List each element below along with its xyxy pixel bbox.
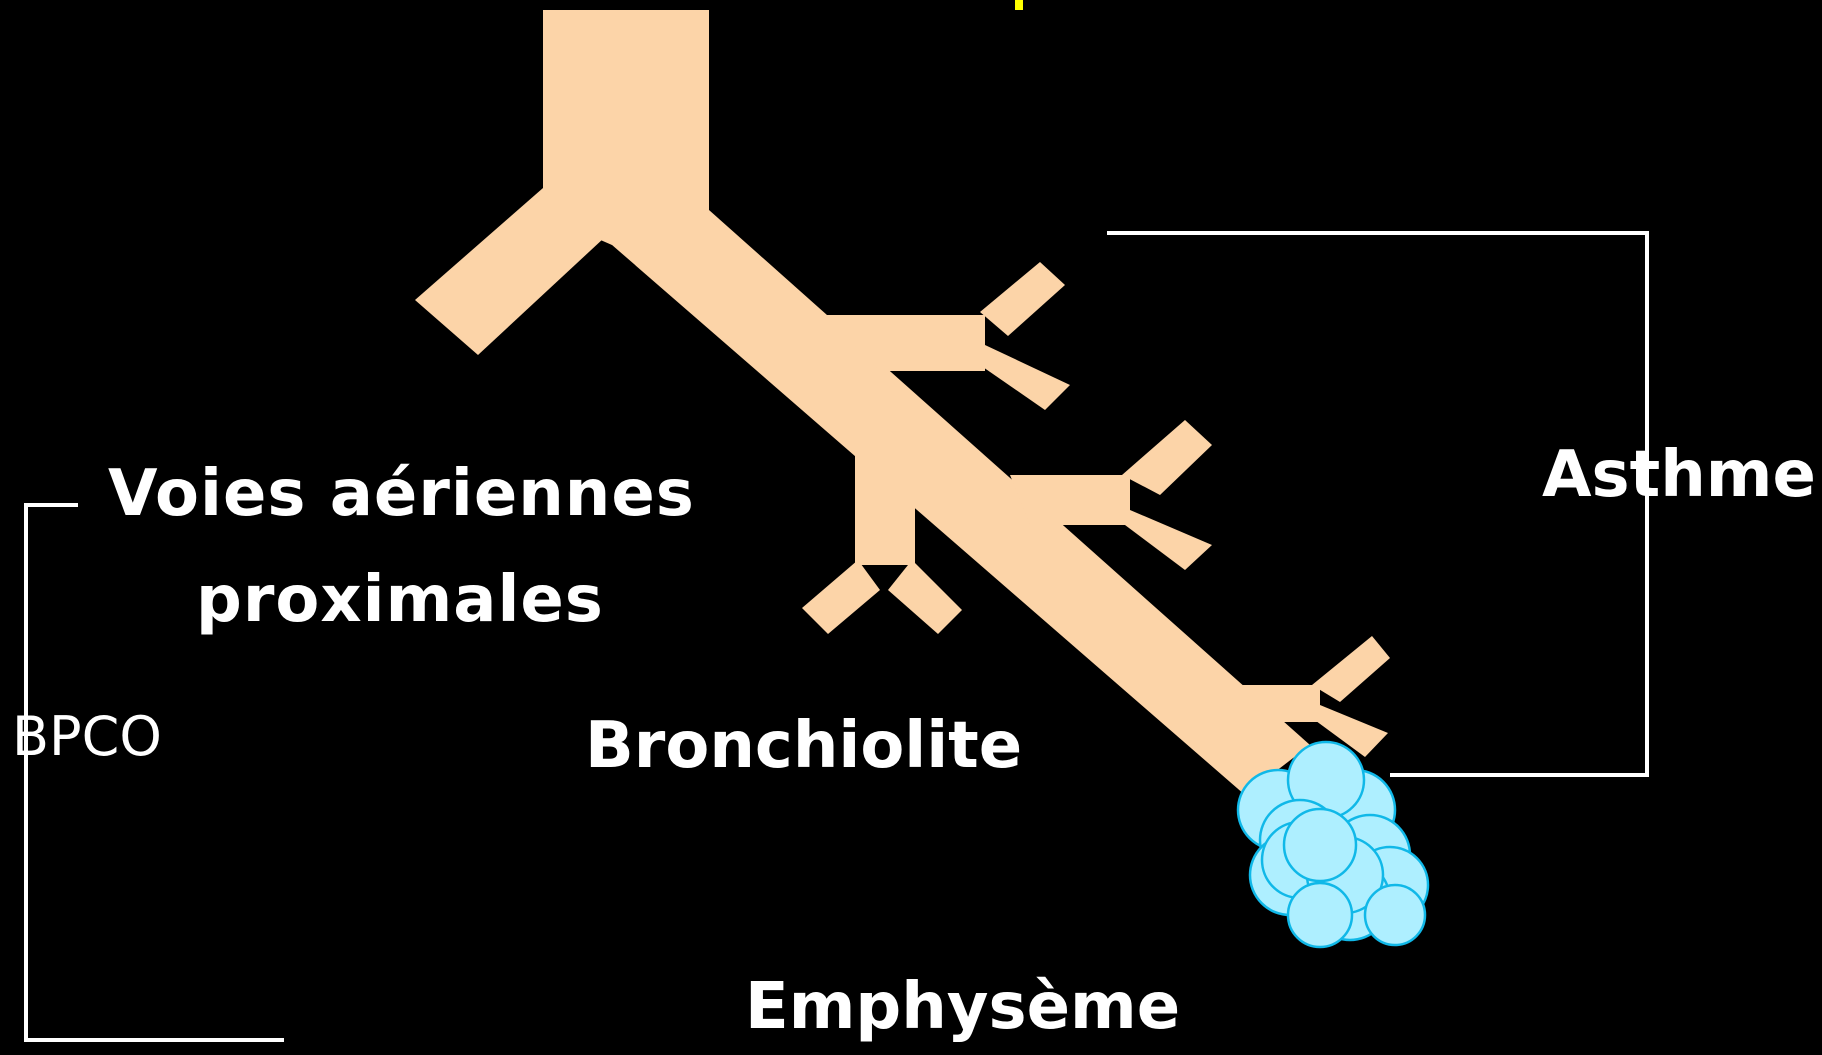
branch-down-left-fork xyxy=(802,560,880,634)
branch-1-lower-fork xyxy=(980,345,1070,410)
label-emphyseme: Emphysème xyxy=(745,975,1180,1039)
label-proximal-airways-line2: proximales xyxy=(196,568,604,632)
branch-2 xyxy=(1010,475,1130,525)
label-asthme: Asthme xyxy=(1542,443,1816,507)
top-yellow-mark xyxy=(1015,0,1023,10)
branch-down-right-fork xyxy=(888,560,962,634)
label-bpco: BPCO xyxy=(12,710,162,764)
branch-down xyxy=(855,447,915,565)
branch-1-upper-fork xyxy=(980,262,1065,336)
trachea xyxy=(543,10,709,215)
bronchial-tree xyxy=(415,10,1390,795)
alveoli-cluster xyxy=(1238,742,1428,947)
label-bronchiolite: Bronchiolite xyxy=(585,714,1022,778)
branch-2-upper-fork xyxy=(1122,420,1212,495)
branch-2-lower-fork xyxy=(1125,510,1212,570)
label-proximal-airways-line1: Voies aériennes xyxy=(108,462,695,526)
branch-3-upper-fork xyxy=(1312,636,1390,702)
main-bronchial-axis xyxy=(604,210,1310,795)
